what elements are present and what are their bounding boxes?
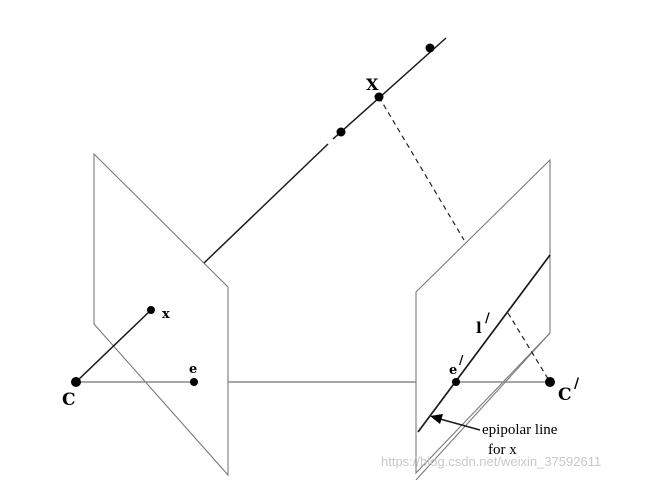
label-epipolar-line-l: l xyxy=(476,319,482,337)
point-camera-center-c-prime xyxy=(545,377,555,387)
label-image-point: x xyxy=(162,307,170,322)
label-camera-center-c: C xyxy=(62,390,76,410)
caption-line-1: epipolar line xyxy=(482,422,558,438)
ray-c-to-x xyxy=(75,309,152,383)
left-image-plane xyxy=(93,152,229,477)
label-camera-center-c-prime: C xyxy=(558,385,572,405)
ray-upper-segment xyxy=(332,37,447,140)
projection-x-upper-dashed xyxy=(378,96,465,241)
point-image-x xyxy=(147,306,155,314)
watermark-text: https://blog.csdn.net/weixin_37592611 xyxy=(381,454,601,469)
caption-line-2: for x xyxy=(488,442,517,458)
caption-arrow-head xyxy=(430,414,443,424)
point-world-X xyxy=(374,92,384,102)
right-plane-lower-edge xyxy=(415,332,551,480)
label-epipolar-line-prime-mark: / xyxy=(485,311,490,326)
point-world-x-upper xyxy=(425,43,435,53)
point-world-x-lower xyxy=(336,127,346,137)
label-camera-center-prime-mark: / xyxy=(574,376,580,392)
point-camera-center-c xyxy=(71,377,81,387)
label-epipole-e-prime: e xyxy=(449,363,457,378)
point-epipole-e-prime xyxy=(452,378,460,386)
label-epipole-e: e xyxy=(189,362,197,377)
caption-arrow-shaft xyxy=(439,418,481,431)
ray-lower-segment xyxy=(203,143,329,264)
label-world-point: X xyxy=(366,75,379,94)
point-epipole-e xyxy=(190,378,198,386)
projection-x-lower-dashed xyxy=(507,312,551,383)
label-epipole-prime-mark: / xyxy=(459,353,464,367)
epipolar-line-l-prime xyxy=(417,254,551,433)
